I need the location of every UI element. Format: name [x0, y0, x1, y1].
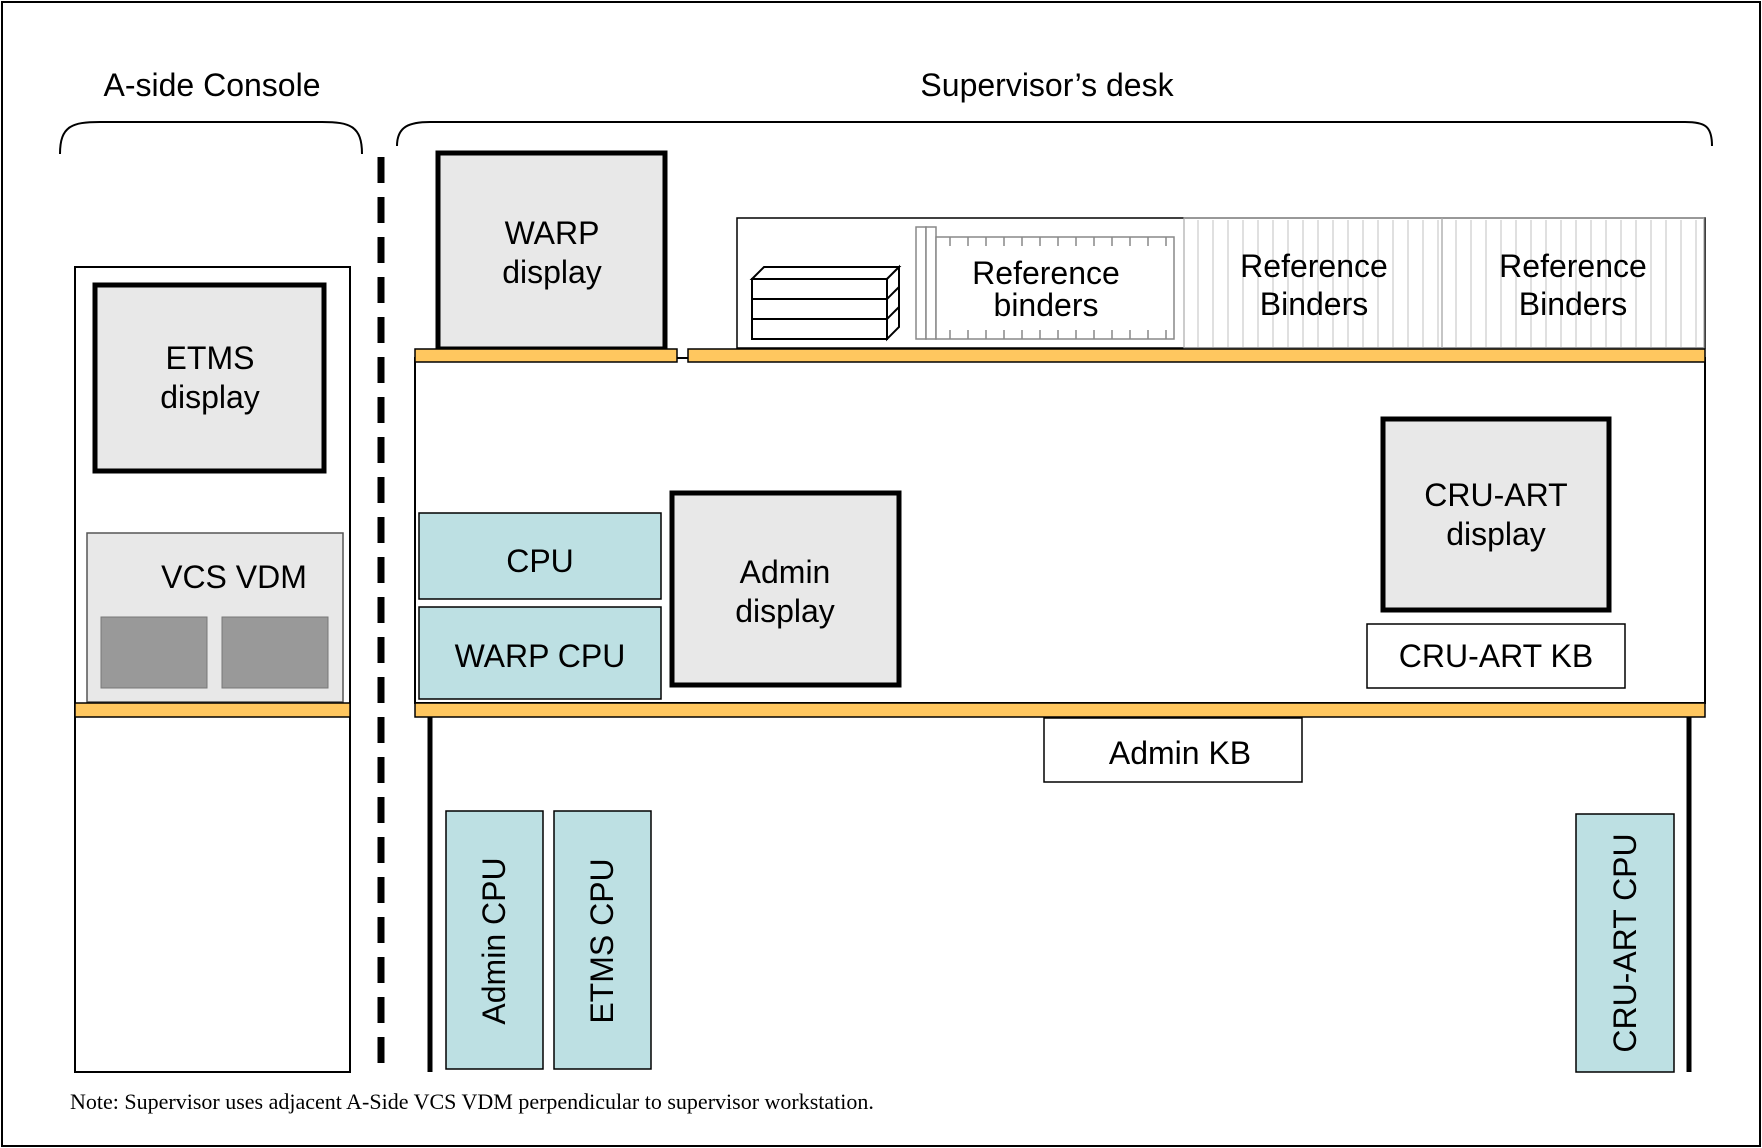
- etms-cpu-label: ETMS CPU: [584, 858, 620, 1023]
- binders-group-2-spines: [1197, 220, 1439, 347]
- cpu-label: CPU: [506, 543, 574, 579]
- cru-art-kb: [1366, 623, 1626, 689]
- etms-display-label-2: display: [160, 379, 260, 415]
- a-side-brace: [59, 121, 363, 155]
- etms-cpu-box: [553, 810, 652, 1070]
- admin-display-label-2: display: [735, 593, 835, 629]
- warp-display-label-2: display: [502, 254, 602, 290]
- admin-cpu-label: Admin CPU: [476, 857, 512, 1024]
- upper-shelf-left: [414, 348, 678, 363]
- etms-display-label-1: ETMS: [166, 340, 255, 376]
- cru-art-display-label-1: CRU-ART: [1424, 477, 1567, 513]
- warp-cpu-box: [418, 606, 662, 700]
- cpu-box: [418, 512, 662, 600]
- cru-art-cpu-box: [1575, 813, 1675, 1073]
- warp-display: [435, 150, 668, 352]
- admin-cpu-box: [445, 810, 544, 1070]
- vcs-vdm-label: VCS VDM: [161, 559, 307, 595]
- supervisor-desk-heading: Supervisor’s desk: [920, 67, 1174, 103]
- reference-binders-1-label-2: binders: [994, 287, 1099, 323]
- upper-shelf-right: [687, 348, 1706, 363]
- admin-display: [669, 490, 902, 688]
- cru-art-kb-label: CRU-ART KB: [1399, 638, 1593, 674]
- admin-display-label-1: Admin: [740, 554, 831, 590]
- reference-binders-3-label-2: Binders: [1519, 286, 1628, 322]
- binders-group-1: [915, 226, 1175, 340]
- cru-art-cpu-label: CRU-ART CPU: [1607, 833, 1643, 1052]
- cru-art-display-label-2: display: [1446, 516, 1546, 552]
- stacked-boxes: [749, 264, 902, 342]
- vdm-screen-left: [100, 616, 208, 689]
- binder-tick-marks: [949, 237, 1167, 339]
- reference-binders-2-label-2: Binders: [1260, 286, 1369, 322]
- desk-surface: [414, 702, 1706, 718]
- a-side-shelf: [74, 702, 351, 718]
- binders-group-3: [1441, 217, 1705, 349]
- admin-kb: [1043, 717, 1303, 783]
- cru-art-display: [1380, 416, 1612, 613]
- etms-display: [92, 282, 327, 474]
- warp-display-label-1: WARP: [505, 215, 600, 251]
- warp-cpu-label: WARP CPU: [455, 638, 626, 674]
- vdm-screen-right: [221, 616, 329, 689]
- reference-binders-2-label-1: Reference: [1240, 248, 1388, 284]
- reference-binders-3-label-1: Reference: [1499, 248, 1647, 284]
- footnote: Note: Supervisor uses adjacent A-Side VC…: [70, 1089, 874, 1114]
- admin-kb-label: Admin KB: [1109, 735, 1251, 771]
- reference-binders-1-label-1: Reference: [972, 255, 1120, 291]
- binders-group-3-spines: [1455, 220, 1697, 347]
- a-side-console-heading: A-side Console: [104, 67, 321, 103]
- supervisor-brace: [396, 121, 1713, 147]
